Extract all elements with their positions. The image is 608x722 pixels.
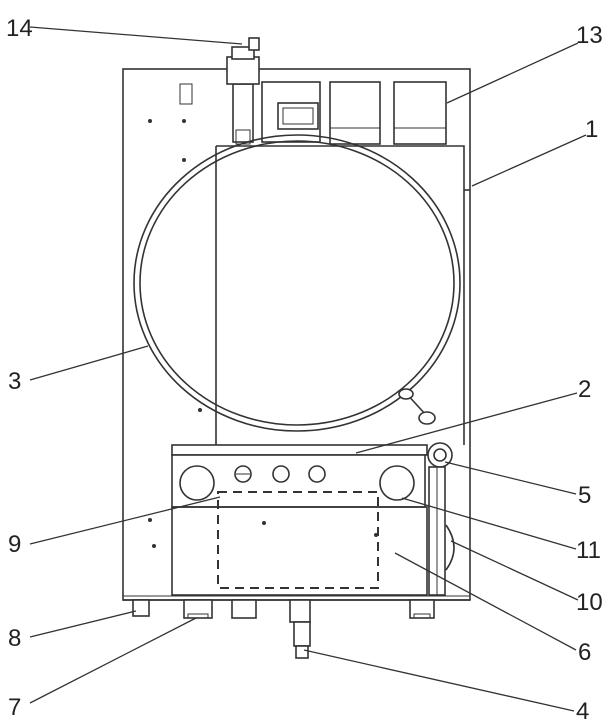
callout-8: 8 <box>8 625 21 652</box>
callout-9: 9 <box>8 531 21 558</box>
feet <box>132 599 435 619</box>
control-panel <box>171 444 428 508</box>
housing-panel <box>122 68 471 601</box>
callout-1: 1 <box>585 116 598 143</box>
callout-7: 7 <box>8 694 21 721</box>
callout-5: 5 <box>578 482 591 509</box>
callout-4: 4 <box>576 698 589 722</box>
callout-14: 14 <box>6 15 33 42</box>
callout-labels: 14 13 1 3 2 5 9 11 10 8 6 7 4 <box>6 15 603 722</box>
callout-6: 6 <box>578 639 591 666</box>
callout-13: 13 <box>576 22 603 49</box>
lower-compartment <box>148 491 428 596</box>
leader-lines <box>29 26 587 712</box>
top-components <box>148 81 447 162</box>
callout-2: 2 <box>578 376 591 403</box>
pipe-fitting <box>427 442 453 596</box>
callout-11: 11 <box>576 537 601 564</box>
chamber-frame <box>215 145 465 445</box>
side-valve <box>445 524 455 571</box>
vent-pipe <box>226 37 260 145</box>
callout-10: 10 <box>576 589 603 616</box>
chamber-door <box>133 134 461 432</box>
callout-3: 3 <box>8 368 21 395</box>
drain-valve <box>289 599 311 659</box>
